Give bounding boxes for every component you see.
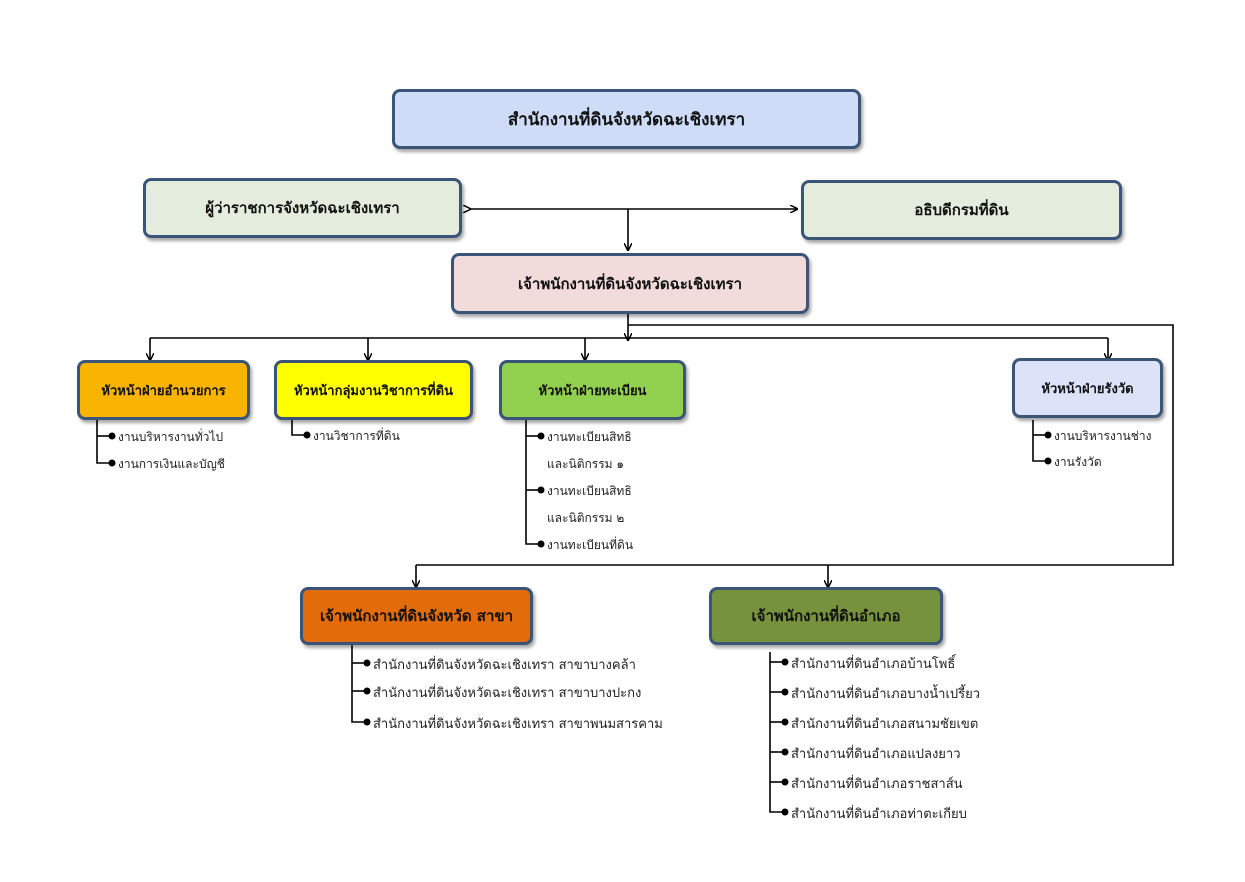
- registration-item: และนิติกรรม ๑: [547, 457, 625, 471]
- officer-box: เจ้าพนักงานที่ดินจังหวัดฉะเชิงเทรา: [451, 253, 809, 314]
- registration-division-box: หัวหน้าฝ่ายทะเบียน: [499, 360, 686, 420]
- registration-item: งานทะเบียนสิทธิ: [547, 484, 632, 498]
- registration-item: งานทะเบียนที่ดิน: [547, 538, 634, 552]
- registration-item: งานทะเบียนสิทธิ: [547, 430, 632, 444]
- registration-item: และนิติกรรม ๒: [547, 511, 625, 525]
- branch-item: สำนักงานที่ดินจังหวัดฉะเชิงเทรา สาขาบางค…: [373, 658, 636, 673]
- registration-division-title: หัวหน้าฝ่ายทะเบียน: [538, 383, 647, 399]
- district-item: สำนักงานที่ดินอำเภอบางน้ำเปรี้ยว: [791, 687, 981, 702]
- admin-division-title: หัวหน้าฝ่ายอำนวยการ: [101, 383, 226, 399]
- survey-item: งานบริหารงานช่าง: [1054, 429, 1152, 443]
- branch-item: สำนักงานที่ดินจังหวัดฉะเชิงเทรา สาขาพนมส…: [373, 717, 663, 732]
- district-office-box: เจ้าพนักงานที่ดินอำเภอ: [709, 587, 943, 645]
- officer-title: เจ้าพนักงานที่ดินจังหวัดฉะเชิงเทรา: [517, 274, 742, 293]
- admin-item: งานบริหารงานทั่วไป: [118, 430, 224, 444]
- branch-office-box: เจ้าพนักงานที่ดินจังหวัด สาขา: [300, 587, 533, 645]
- branch-office-title: เจ้าพนักงานที่ดินจังหวัด สาขา: [319, 607, 514, 625]
- district-item: สำนักงานที่ดินอำเภอท่าตะเกียบ: [791, 807, 967, 822]
- admin-division-box: หัวหน้าฝ่ายอำนวยการ: [77, 360, 250, 420]
- survey-item: งานรังวัด: [1054, 455, 1102, 469]
- governor-box: ผู้ว่าราชการจังหวัดฉะเชิงเทรา: [143, 178, 462, 238]
- branch-item: สำนักงานที่ดินจังหวัดฉะเชิงเทรา สาขาบางป…: [373, 686, 642, 701]
- admin-item: งานการเงินและบัญชี: [118, 457, 225, 471]
- top-office-title: สำนักงานที่ดินจังหวัดฉะเชิงเทรา: [507, 109, 746, 130]
- district-item: สำนักงานที่ดินอำเภอสนามชัยเขต: [791, 717, 979, 732]
- technical-division-title: หัวหน้ากลุ่มงานวิชาการที่ดิน: [293, 383, 454, 399]
- governor-title: ผู้ว่าราชการจังหวัดฉะเชิงเทรา: [205, 199, 400, 217]
- district-office-title: เจ้าพนักงานที่ดินอำเภอ: [751, 607, 901, 625]
- survey-division-title: หัวหน้าฝ่ายรังวัด: [1041, 381, 1134, 397]
- director-general-title: อธิบดีกรมที่ดิน: [914, 201, 1009, 219]
- survey-division-box: หัวหน้าฝ่ายรังวัด: [1012, 358, 1163, 418]
- district-item: สำนักงานที่ดินอำเภอบ้านโพธิ์: [791, 657, 956, 672]
- technical-division-box: หัวหน้ากลุ่มงานวิชาการที่ดิน: [274, 360, 473, 420]
- director-general-box: อธิบดีกรมที่ดิน: [801, 180, 1122, 240]
- district-item: สำนักงานที่ดินอำเภอแปลงยาว: [791, 747, 961, 762]
- top-office-box: สำนักงานที่ดินจังหวัดฉะเชิงเทรา: [392, 89, 861, 149]
- district-item: สำนักงานที่ดินอำเภอราชสาส์น: [791, 777, 963, 792]
- technical-item: งานวิชาการที่ดิน: [313, 429, 400, 443]
